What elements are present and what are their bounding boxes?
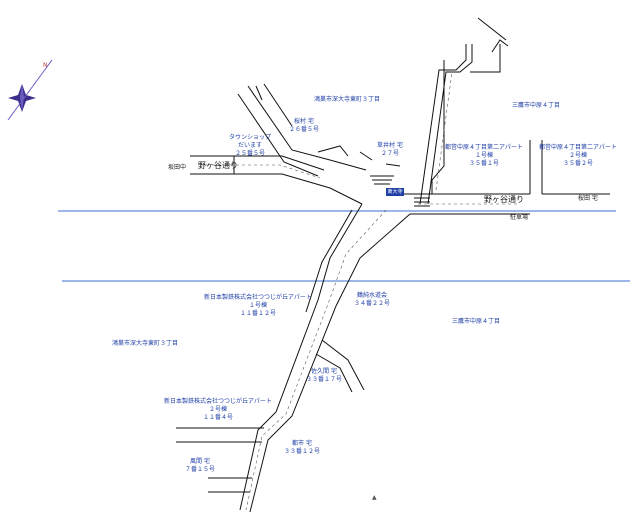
building-label-35-1: 都営中原４丁目第二アパート １号棟 ３５番１号	[445, 144, 523, 167]
place-label-left: 坂田中	[168, 164, 187, 171]
building-label-33-12: 都市 宅 ３３番１２号	[283, 440, 321, 455]
area-label-east: 三鷹市中原４丁目	[512, 102, 561, 109]
place-label-east: 桜田 宅	[578, 195, 598, 202]
building-label-11-4: 新日本製鉄株式会社つつじが丘アパート ２号棟 １１番４号	[164, 398, 272, 421]
area-label-north: 鴻巣市深大寺東町３丁目	[314, 96, 381, 103]
road-label-nonoya-east: 野ヶ谷通り	[484, 195, 524, 204]
north-compass-icon: N	[7, 59, 53, 121]
building-label-11-12: 新日本製鉄株式会社つつじが丘アパート １号棟 １１番１２号	[204, 294, 312, 317]
corner-mark: ▲	[372, 494, 377, 501]
building-label-7-15: 風間 宅 ７番１５号	[184, 458, 216, 473]
road-network	[176, 17, 610, 513]
building-label-27: 草井村 宅 ２７号	[377, 142, 403, 157]
svg-text:N: N	[43, 62, 48, 69]
place-label-parking: 駐車場	[510, 214, 529, 221]
area-label-west: 鴻巣市深大寺東町３丁目	[112, 340, 179, 347]
building-label-34-22: 鶴純水道会 ３４番２２号	[353, 292, 391, 307]
area-label-mid: 三鷹市中原４丁目	[452, 318, 501, 325]
road-label-nonoya-west: 野ヶ谷通り	[198, 161, 238, 170]
building-label-26-5: 桜村 宅 ２６番５号	[288, 118, 320, 133]
building-label-35-2: 都営中原４丁目第二アパート ２号棟 ３５番２号	[539, 144, 617, 167]
building-label-townshop: タウンショップ だいます ２５番５号	[228, 134, 272, 157]
signal-name-plate: 東大寺通	[386, 188, 404, 203]
building-label-33-17: 佐久間 宅 ３３番１７号	[305, 368, 343, 383]
lane-markings	[200, 71, 520, 511]
